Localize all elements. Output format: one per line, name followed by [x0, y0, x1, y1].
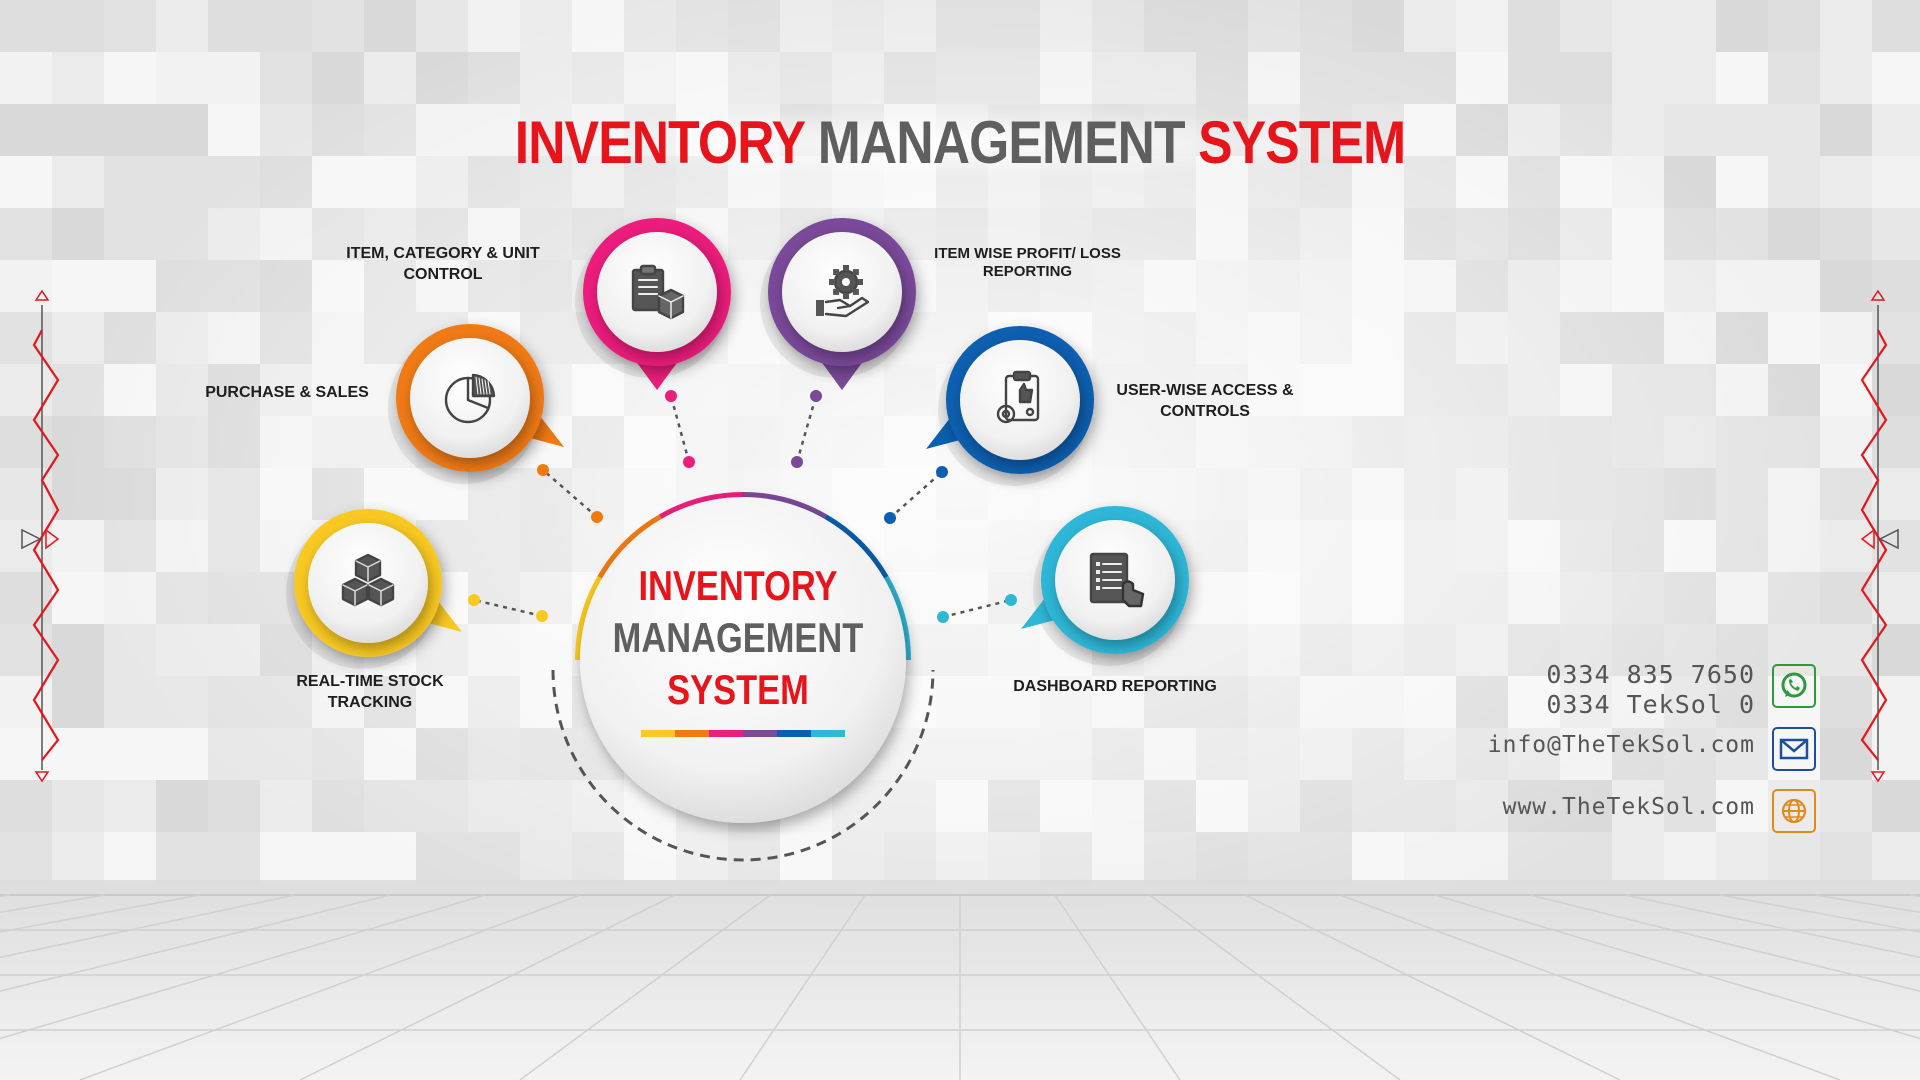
feature-label-stock-tracking: REAL-TIME STOCK TRACKING: [245, 671, 495, 713]
contact-phones: 0334 835 7650 0334 TekSol 0: [1546, 660, 1755, 720]
hub-color-bar: [641, 730, 675, 737]
label-line: REPORTING: [982, 263, 1073, 280]
connector-line: [473, 598, 543, 618]
connector-line: [795, 395, 818, 463]
connector-line: [542, 469, 598, 518]
connector-dot: [810, 390, 822, 402]
label-line: ITEM, CATEGORY & UNIT: [346, 245, 540, 262]
connector-dot: [884, 512, 896, 524]
connector-dot: [937, 611, 949, 623]
hub-color-bar: [811, 730, 845, 737]
feature-label-user-access: USER-WISE ACCESS & CONTROLS: [1090, 380, 1320, 422]
hub-color-bar: [743, 730, 777, 737]
connector-dot: [468, 594, 480, 606]
connector-line: [942, 598, 1012, 619]
side-ornament: [1860, 289, 1899, 783]
feature-label-purchase-sales: PURCHASE & SALES: [187, 382, 387, 403]
feature-node: [884, 326, 1094, 524]
label-line: DASHBOARD REPORTING: [1013, 678, 1217, 695]
pie-chart-icon: [444, 373, 496, 424]
hub-circle: [580, 497, 906, 823]
title-word-1: INVENTORY: [514, 109, 805, 176]
page-title: INVENTORY MANAGEMENT SYSTEM: [134, 108, 1785, 177]
label-line: CONTROLS: [1160, 403, 1250, 420]
feature-label-item-category: ITEM, CATEGORY & UNIT CONTROL: [318, 243, 568, 285]
contact-email: info@TheTekSol.com: [1487, 732, 1755, 758]
clipboard-box-icon: [631, 264, 685, 320]
label-line: ITEM WISE PROFIT/ LOSS: [934, 245, 1121, 262]
label-line: USER-WISE ACCESS &: [1116, 382, 1294, 399]
hub-line-2: MANAGEMENT: [612, 614, 864, 661]
connector-dot: [537, 464, 549, 476]
connector-dot: [936, 466, 948, 478]
label-line: TRACKING: [327, 694, 413, 711]
hub-line-3: SYSTEM: [667, 666, 809, 713]
hub-color-bar: [709, 730, 743, 737]
title-glow: [520, 108, 1400, 178]
hub-dashed-ring: [551, 669, 935, 862]
feature-icon-disc: [410, 338, 530, 458]
checklist-gear-icon: [996, 370, 1040, 424]
connector-line: [889, 471, 943, 519]
feature-label-dashboard: DASHBOARD REPORTING: [1000, 676, 1230, 697]
hub-line-1: INVENTORY: [638, 562, 838, 609]
hub-color-bar: [777, 730, 811, 737]
side-ornament: [21, 289, 60, 783]
boxes-icon: [341, 553, 395, 607]
feature-node: [575, 218, 731, 468]
connector-dot: [536, 610, 548, 622]
label-line: REAL-TIME STOCK: [296, 673, 444, 690]
title-word-3: SYSTEM: [1198, 109, 1406, 176]
floor-grid: [0, 880, 1920, 1080]
feature-node: [286, 509, 548, 669]
hub-title: INVENTORY MANAGEMENT SYSTEM: [578, 560, 898, 716]
report-pointer-icon: [1089, 552, 1145, 608]
globe-icon: [1772, 789, 1816, 833]
feature-label-profit-loss: ITEM WISE PROFIT/ LOSS REPORTING: [905, 245, 1150, 281]
connector-dot: [791, 456, 803, 468]
label-line: PURCHASE & SALES: [205, 384, 369, 401]
whatsapp-icon: [1772, 664, 1816, 708]
hub-color-bar: [675, 730, 709, 737]
connector-dot: [591, 511, 603, 523]
phone-alias: 0334 TekSol 0: [1546, 690, 1755, 719]
connector-dot: [683, 456, 695, 468]
hand-gear-icon: [816, 265, 870, 318]
connector-dot: [665, 390, 677, 402]
phone-number: 0334 835 7650: [1546, 660, 1755, 689]
label-line: CONTROL: [403, 266, 483, 283]
mail-icon: [1772, 727, 1816, 771]
contact-website: www.TheTekSol.com: [1502, 794, 1755, 820]
feature-node: [760, 218, 916, 468]
connector-line: [669, 395, 691, 463]
connector-dot: [1005, 594, 1017, 606]
feature-node: [937, 506, 1189, 666]
feature-icon-disc: [308, 523, 428, 643]
feature-node: [388, 324, 603, 523]
title-word-2: MANAGEMENT: [817, 109, 1186, 176]
